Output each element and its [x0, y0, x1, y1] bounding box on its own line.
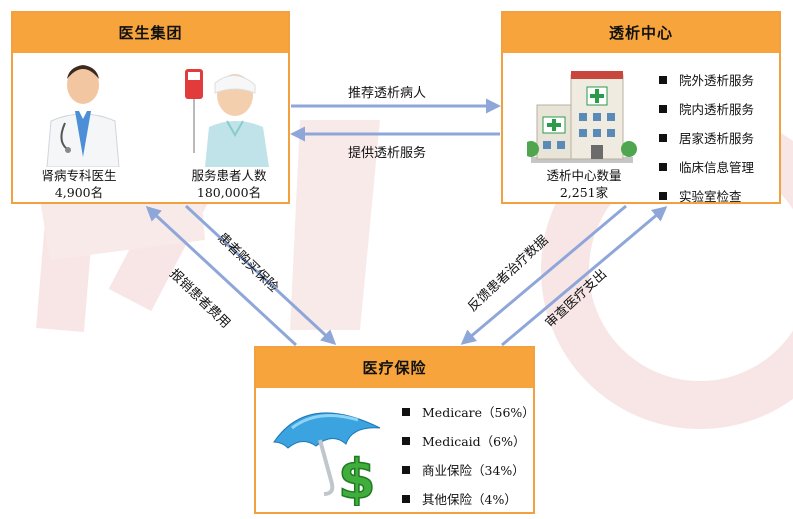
- insurance-box: 医疗保险 $ Medicare（56%） Medicaid（6%） 商业保险（3…: [254, 346, 535, 514]
- bullet-icon: [659, 191, 667, 200]
- bullet-icon: [659, 104, 667, 113]
- svg-text:$: $: [338, 448, 376, 506]
- patient-icon: [185, 69, 269, 167]
- center-count-caption: 透析中心数量 2,251家: [529, 167, 639, 201]
- umbrella-dollar-icon: $: [273, 412, 381, 506]
- list-item: 居家透析服务: [659, 123, 754, 152]
- label-refer-patients: 推荐透析病人: [348, 86, 427, 101]
- bullet-icon: [402, 407, 410, 416]
- bullet-icon: [402, 494, 410, 503]
- dialysis-center-box: 透析中心 透析中心数量 2,251家 院外透析服务 院内透析服务 居家透析服务 …: [501, 11, 781, 204]
- list-item: 临床信息管理: [659, 152, 754, 181]
- center-count-label: 透析中心数量: [546, 168, 622, 183]
- list-item: Medicare（56%）: [402, 397, 535, 426]
- patients-caption: 服务患者人数 180,000名: [179, 167, 279, 201]
- doctor-group-title: 医生集团: [13, 13, 288, 53]
- bullet-icon: [659, 133, 667, 142]
- patients-count: 180,000名: [196, 185, 262, 200]
- dialysis-services-list: 院外透析服务 院内透析服务 居家透析服务 临床信息管理 实验室检查: [659, 65, 754, 210]
- arrow-review-expenses: [501, 206, 668, 347]
- nephrologist-count: 4,900名: [54, 185, 104, 200]
- list-item: Medicaid（6%）: [402, 426, 535, 455]
- arrow-reimburse: [145, 205, 298, 347]
- center-count-value: 2,251家: [559, 185, 609, 200]
- doctor-group-box: 医生集团 肾病专科医生 4,900名 服务患者人数 180,000名: [11, 11, 290, 204]
- list-item: 院内透析服务: [659, 94, 754, 123]
- arrow-feedback-data: [460, 204, 627, 345]
- list-item: 院外透析服务: [659, 65, 754, 94]
- list-item: 商业保险（34%）: [402, 455, 535, 484]
- bullet-icon: [659, 75, 667, 84]
- hospital-building-icon: [527, 71, 637, 163]
- list-item: 其他保险（4%）: [402, 484, 535, 513]
- insurance-list: Medicare（56%） Medicaid（6%） 商业保险（34%） 其他保…: [402, 397, 535, 513]
- doctor-icon: [46, 65, 120, 167]
- arrow-buy-insurance: [184, 204, 337, 346]
- bullet-icon: [402, 436, 410, 445]
- insurance-title: 医疗保险: [256, 348, 533, 388]
- bullet-icon: [402, 465, 410, 474]
- patients-label: 服务患者人数: [191, 168, 267, 183]
- list-item: 实验室检查: [659, 181, 754, 210]
- nephrologist-label: 肾病专科医生: [41, 168, 117, 183]
- label-provide-service: 提供透析服务: [348, 146, 427, 161]
- bullet-icon: [659, 162, 667, 171]
- nephrologist-caption: 肾病专科医生 4,900名: [29, 167, 129, 201]
- dialysis-center-title: 透析中心: [503, 13, 779, 53]
